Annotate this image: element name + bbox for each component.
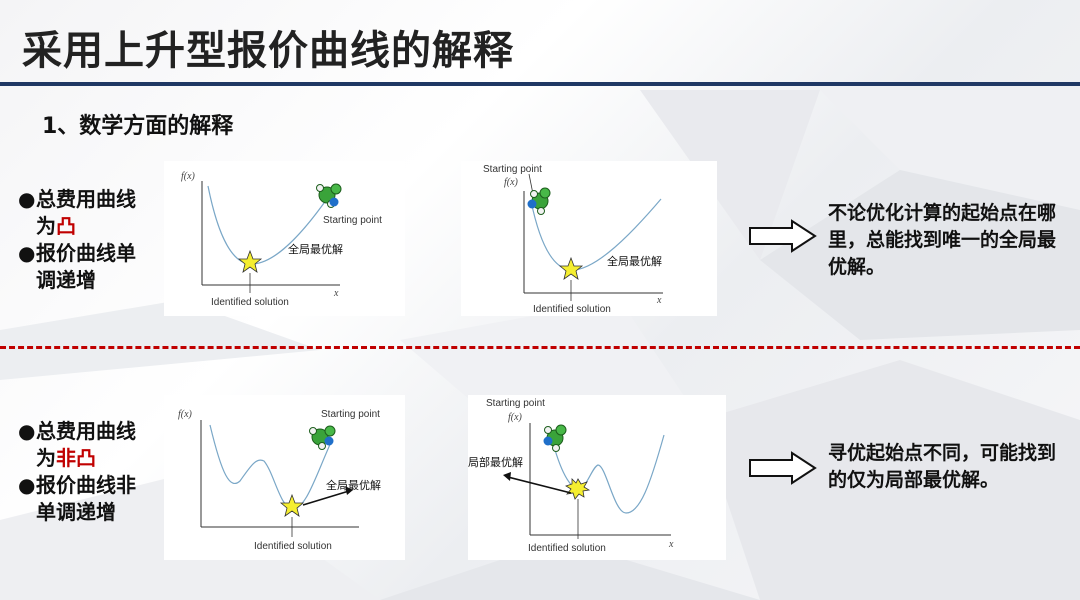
bullet-item: ● 报价曲线单调递增 bbox=[18, 240, 154, 294]
convex-bullet-list: ● 总费用曲线为凸 ● 报价曲线单调递增 bbox=[18, 186, 154, 294]
global-optimum-label: 全局最优解 bbox=[288, 242, 343, 256]
start-marker-icon bbox=[528, 200, 537, 209]
star-icon bbox=[560, 258, 582, 279]
bullet-item: ● 报价曲线非单调递增 bbox=[18, 472, 154, 526]
bullet-text: 总费用曲线为 bbox=[36, 187, 136, 238]
y-axis-label: f(x) bbox=[178, 409, 193, 420]
start-marker-icon bbox=[330, 198, 339, 207]
y-axis-label: f(x) bbox=[508, 412, 523, 423]
nonconvex-bullet-list: ● 总费用曲线为非凸 ● 报价曲线非单调递增 bbox=[18, 418, 154, 526]
bullet-dot-icon: ● bbox=[18, 472, 36, 526]
bullet-dot-icon: ● bbox=[18, 418, 36, 472]
starting-point-label: Starting point bbox=[321, 409, 380, 420]
bullet-dot-icon: ● bbox=[18, 186, 36, 240]
convex-conclusion-text: 不论优化计算的起始点在哪里，总能找到唯一的全局最优解。 bbox=[828, 200, 1060, 281]
identified-solution-label: Identified solution bbox=[533, 304, 611, 315]
start-marker-icon bbox=[544, 437, 553, 446]
section-divider bbox=[0, 346, 1080, 349]
x-axis-label: x bbox=[333, 288, 339, 299]
global-optimum-label: 全局最优解 bbox=[326, 478, 381, 492]
pointer-line bbox=[303, 491, 349, 505]
bullet-highlight: 非凸 bbox=[56, 446, 96, 470]
hollow-right-arrow-icon bbox=[748, 451, 818, 485]
nonconvex-plot-global: f(x) Identified solution 全局最优解 Starting … bbox=[164, 395, 405, 560]
nonconvex-plot-local: Starting point f(x) x Identified solutio… bbox=[468, 395, 726, 560]
starting-point-label: Starting point bbox=[486, 398, 545, 409]
convex-plot-start-left: Starting point f(x) x Identified solutio… bbox=[461, 161, 717, 316]
bullet-highlight: 凸 bbox=[56, 214, 76, 238]
global-optimum-label: 全局最优解 bbox=[607, 254, 662, 268]
hollow-right-arrow-icon bbox=[748, 219, 818, 253]
star-icon bbox=[281, 495, 303, 516]
bullet-text: 报价曲线单调递增 bbox=[36, 241, 136, 292]
identified-solution-label: Identified solution bbox=[254, 541, 332, 552]
nonconvex-conclusion-text: 寻优起始点不同，可能找到的仅为局部最优解。 bbox=[828, 440, 1068, 494]
page-title: 采用上升型报价曲线的解释 bbox=[22, 18, 514, 76]
bullet-text: 报价曲线非单调递增 bbox=[36, 473, 136, 524]
local-optimum-label: 局部最优解 bbox=[468, 455, 523, 469]
section-subtitle: 1、数学方面的解释 bbox=[42, 108, 233, 140]
arrowhead-icon bbox=[503, 472, 511, 481]
convex-plot-start-right: f(x) x Identified solution 全局最优解 Startin… bbox=[164, 161, 405, 316]
start-marker-icon bbox=[325, 437, 334, 446]
identified-solution-label: Identified solution bbox=[211, 297, 289, 308]
nonconvex-curve bbox=[550, 431, 664, 513]
x-axis-label: x bbox=[668, 539, 674, 550]
identified-solution-label: Identified solution bbox=[528, 543, 606, 554]
y-axis-label: f(x) bbox=[181, 171, 196, 182]
x-axis-label: x bbox=[656, 295, 662, 306]
title-underline bbox=[0, 82, 1080, 86]
star-icon bbox=[239, 251, 261, 272]
pointer-line bbox=[508, 477, 571, 493]
starting-point-label: Starting point bbox=[323, 215, 382, 226]
starting-point-label: Starting point bbox=[483, 164, 542, 175]
bullet-item: ● 总费用曲线为凸 bbox=[18, 186, 154, 240]
y-axis-label: f(x) bbox=[504, 177, 519, 188]
bullet-dot-icon: ● bbox=[18, 240, 36, 294]
bullet-item: ● 总费用曲线为非凸 bbox=[18, 418, 154, 472]
